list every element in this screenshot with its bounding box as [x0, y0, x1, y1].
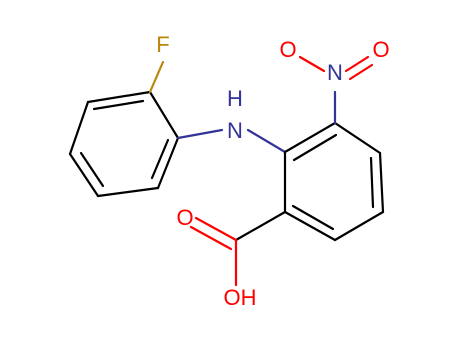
bond	[333, 210, 385, 242]
amine-h-label: H	[227, 86, 243, 111]
bond-n-o-double-2	[348, 63, 374, 81]
nitro-o-right-label: O	[372, 37, 389, 62]
amine-n-label: N	[227, 118, 243, 143]
double-bond-inner	[79, 151, 105, 188]
bond	[148, 90, 180, 140]
bond-c-f	[148, 60, 165, 94]
bond-n-o-single	[298, 55, 326, 73]
benzoic-ring	[283, 121, 385, 242]
nitro-n-label: N	[327, 60, 343, 85]
bond	[283, 210, 337, 242]
bond-n-c	[246, 128, 287, 154]
fluorine-label: F	[156, 32, 169, 57]
bond	[86, 90, 152, 104]
double-bond-inner	[369, 156, 375, 209]
double-bond-inner	[150, 138, 170, 180]
bond-n-o-double	[344, 55, 370, 73]
bond-c-o-double	[194, 216, 238, 242]
bond-c-n	[176, 128, 224, 140]
hydroxyl-label: OH	[224, 285, 257, 310]
bond	[96, 186, 160, 198]
fluorophenyl-ring	[68, 90, 180, 198]
bond	[68, 152, 100, 198]
bond	[68, 100, 90, 156]
double-bond-inner	[92, 99, 145, 111]
bond	[156, 136, 180, 190]
double-bond-inner	[292, 133, 338, 162]
carbonyl-o-label: O	[176, 205, 193, 230]
bond	[333, 121, 382, 155]
nitro-o-left-label: O	[279, 37, 296, 62]
bond-c-o-double-2	[189, 225, 233, 251]
bond	[378, 151, 385, 214]
double-bond-inner	[291, 204, 335, 231]
bond	[283, 121, 337, 154]
bond-c-carboxyl	[234, 210, 287, 242]
